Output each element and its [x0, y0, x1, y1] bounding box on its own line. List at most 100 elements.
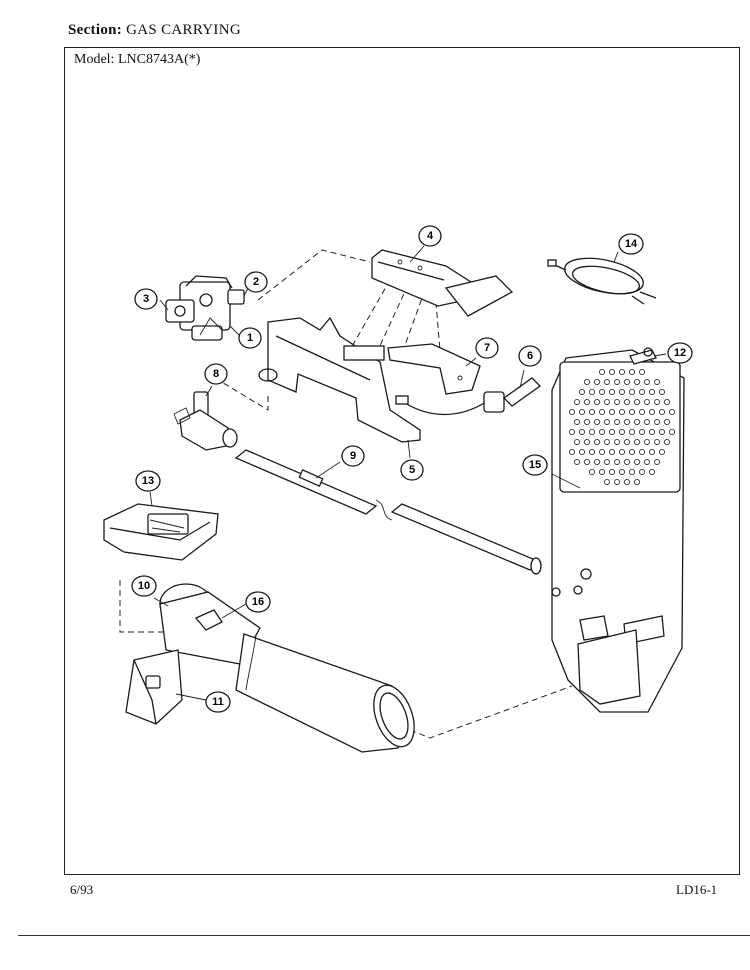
- mounting-bracket: [258, 316, 421, 443]
- vent-hole: [644, 398, 651, 405]
- vent-hole: [629, 408, 636, 415]
- vent-hole: [609, 468, 616, 475]
- burner-tube: [234, 449, 542, 575]
- vent-hole: [594, 458, 601, 465]
- vent-hole: [609, 448, 616, 455]
- vent-hole: [634, 418, 641, 425]
- vent-hole: [649, 468, 656, 475]
- vent-hole: [629, 388, 636, 395]
- vent-hole: [624, 438, 631, 445]
- vent-hole: [669, 428, 676, 435]
- vent-hole: [664, 398, 671, 405]
- vent-hole: [624, 458, 631, 465]
- vent-hole: [614, 418, 621, 425]
- callout-13-number: 13: [142, 475, 154, 487]
- model-label: Model:: [74, 52, 115, 67]
- vent-hole: [614, 458, 621, 465]
- vent-hole: [599, 448, 606, 455]
- callout-7-number: 7: [484, 342, 490, 354]
- vent-hole: [584, 418, 591, 425]
- vent-hole: [644, 378, 651, 385]
- vent-hole: [639, 368, 646, 375]
- bottom-rule: [18, 935, 750, 936]
- vent-hole: [649, 428, 656, 435]
- vent-hole: [639, 428, 646, 435]
- vent-hole: [599, 368, 606, 375]
- callout-12-number: 12: [674, 347, 686, 359]
- callout-9: 9: [341, 445, 365, 467]
- vent-hole: [584, 458, 591, 465]
- vent-hole: [644, 418, 651, 425]
- section-label: Section:: [68, 22, 123, 38]
- vent-hole: [629, 468, 636, 475]
- vent-hole: [619, 448, 626, 455]
- vent-hole: [659, 448, 666, 455]
- vent-hole: [634, 378, 641, 385]
- vent-hole: [609, 428, 616, 435]
- vent-hole: [654, 398, 661, 405]
- burner-bracket: [371, 249, 514, 317]
- sensor-bracket: [103, 503, 219, 561]
- vent-hole: [624, 478, 631, 485]
- callout-11: 11: [205, 691, 231, 713]
- mounting-screw: [629, 347, 657, 365]
- vent-hole: [589, 428, 596, 435]
- vent-hole: [639, 448, 646, 455]
- callout-16-number: 16: [252, 596, 264, 608]
- section-value: GAS CARRYING: [126, 22, 241, 38]
- callout-3-number: 3: [143, 293, 149, 305]
- vent-hole: [619, 388, 626, 395]
- vent-hole: [569, 428, 576, 435]
- callout-11-number: 11: [212, 696, 224, 708]
- vent-hole: [574, 398, 581, 405]
- callout-1-number: 1: [247, 332, 253, 344]
- callout-4: 4: [418, 225, 442, 247]
- callout-leaders: [149, 245, 667, 701]
- vent-hole: [639, 468, 646, 475]
- vent-hole: [634, 478, 641, 485]
- vent-hole: [579, 428, 586, 435]
- revision-date: 6/93: [70, 882, 94, 897]
- vent-hole: [624, 378, 631, 385]
- vent-hole: [629, 448, 636, 455]
- callout-6: 6: [518, 345, 542, 367]
- vent-hole: [579, 388, 586, 395]
- panel-vent-holes: [569, 368, 676, 485]
- callout-1: 1: [238, 327, 262, 349]
- vent-hole: [569, 408, 576, 415]
- vent-hole: [594, 398, 601, 405]
- vent-hole: [624, 398, 631, 405]
- callout-8-number: 8: [213, 368, 219, 380]
- vent-hole: [574, 458, 581, 465]
- vent-hole: [644, 438, 651, 445]
- vent-hole: [654, 418, 661, 425]
- vent-hole: [634, 398, 641, 405]
- vent-hole: [594, 418, 601, 425]
- vent-hole: [599, 388, 606, 395]
- callout-14-number: 14: [625, 238, 638, 250]
- vent-hole: [609, 408, 616, 415]
- vent-hole: [614, 478, 621, 485]
- callout-3: 3: [134, 288, 158, 310]
- vent-hole: [574, 438, 581, 445]
- vent-hole: [664, 438, 671, 445]
- callout-8: 8: [204, 363, 228, 385]
- assembly-dashed-lines: [119, 249, 573, 739]
- support-bracket: [125, 649, 183, 725]
- vent-hole: [619, 468, 626, 475]
- callout-6-number: 6: [527, 350, 533, 362]
- combustion-chamber: [159, 583, 415, 753]
- vent-hole: [619, 428, 626, 435]
- callout-16: 16: [245, 591, 271, 613]
- vent-hole: [604, 478, 611, 485]
- vent-hole: [619, 368, 626, 375]
- vent-hole: [584, 398, 591, 405]
- vent-hole: [604, 398, 611, 405]
- section-title: Section: GAS CARRYING: [68, 22, 241, 39]
- model-title: Model: LNC8743A(*): [74, 52, 200, 68]
- vent-hole: [639, 388, 646, 395]
- vent-hole: [659, 428, 666, 435]
- vent-hole: [614, 398, 621, 405]
- vent-hole: [644, 458, 651, 465]
